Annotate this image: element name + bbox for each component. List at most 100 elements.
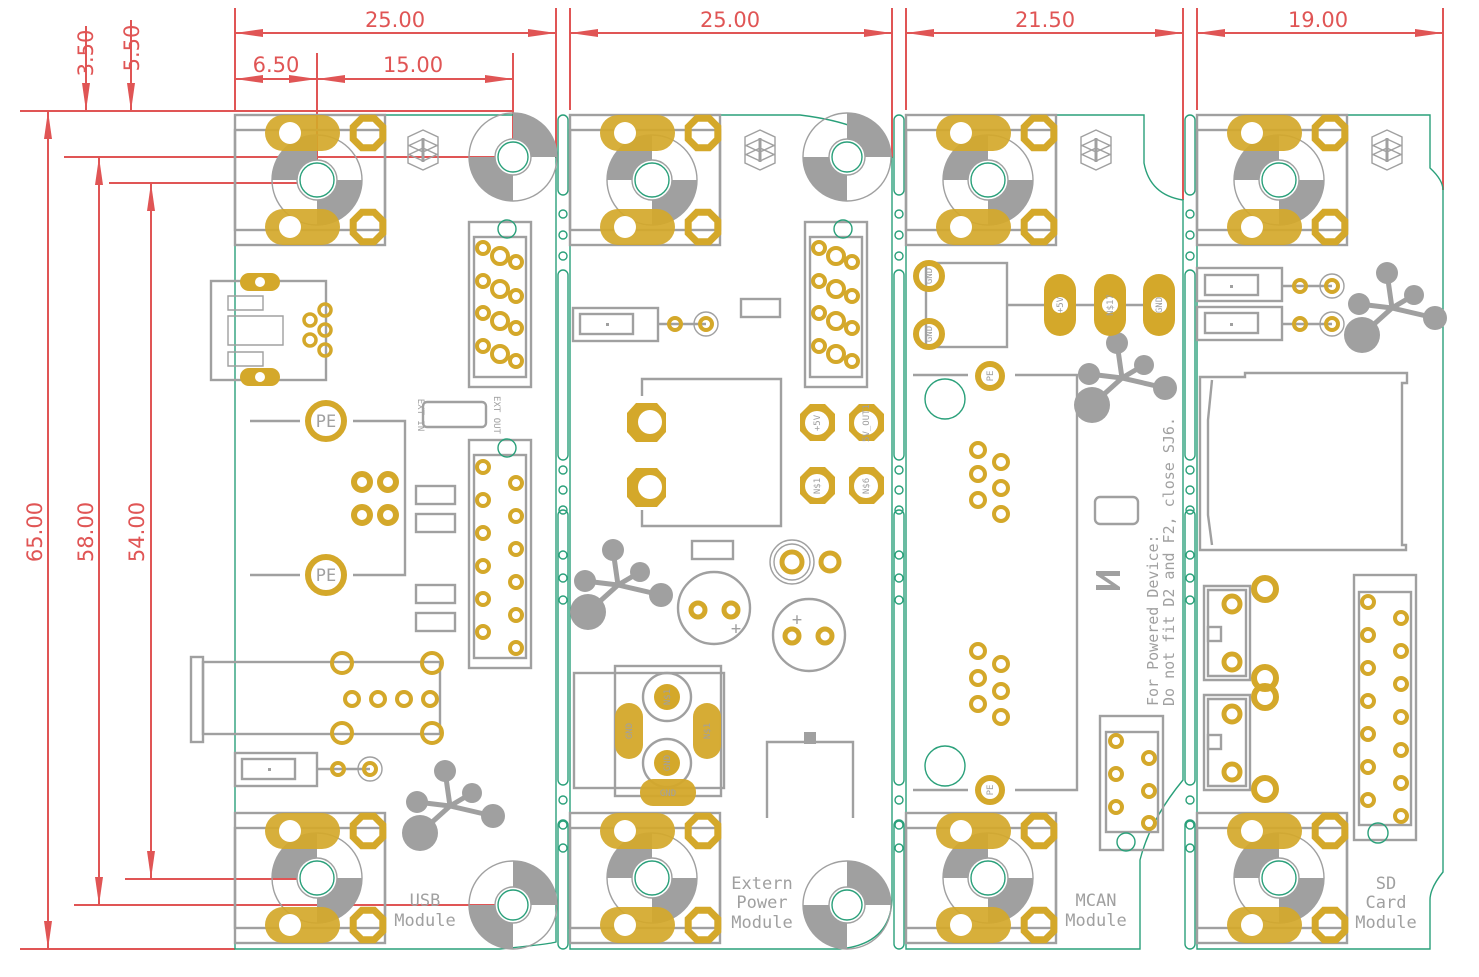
mouse-bite-hole (558, 209, 568, 219)
mcan-board-outline (905, 114, 1184, 950)
slot-pad (600, 813, 675, 849)
pe-label: PE (316, 566, 336, 586)
slot-pad (1227, 813, 1302, 849)
header-pin (475, 525, 491, 541)
header-pin (1360, 693, 1376, 709)
mouse-bite-hole (894, 550, 904, 560)
gnd-pads: GND GND (913, 260, 1009, 350)
header-usb-lower (467, 438, 533, 670)
slot-pad (936, 907, 1011, 943)
svg-text:GND: GND (625, 723, 635, 739)
slide-switch-extern (571, 306, 719, 343)
svg-text:GND: GND (660, 789, 676, 799)
extern-board-outline (569, 114, 893, 950)
octagon-pad (349, 812, 387, 850)
rail-slot (1184, 509, 1196, 786)
mouse-bite-hole (1185, 595, 1195, 605)
header-pin (508, 508, 524, 524)
header-pin (1360, 660, 1376, 676)
layers-logo-icon (407, 129, 439, 171)
header-pin (475, 624, 491, 640)
svg-text:EXT IN: EXT IN (415, 399, 425, 432)
usb-module-label: USB Module (394, 891, 455, 931)
header-pin (1360, 759, 1376, 775)
molecule-icon (1344, 262, 1447, 353)
rail-slot (1184, 114, 1196, 196)
logo-icons (407, 129, 1403, 171)
svg-text:Module: Module (731, 913, 792, 933)
svg-text:Module: Module (394, 911, 455, 931)
rail-slot (893, 509, 905, 786)
terminal-blocks (233, 113, 1349, 945)
mcan-module-label: MCAN Module (1065, 891, 1126, 931)
layers-logo-icon (744, 129, 776, 171)
mouse-bite-hole (1185, 573, 1195, 583)
terminal-block (233, 811, 387, 945)
mouse-bite-hole (894, 465, 904, 475)
sd-header (1352, 573, 1418, 844)
svg-text:+: + (792, 610, 802, 630)
svg-text:MCAN: MCAN (1076, 891, 1117, 911)
slot-pad (936, 209, 1011, 245)
sd-module-label: SD Card Module (1355, 874, 1416, 933)
mounting-hole (802, 112, 892, 202)
mouse-bite-hole (558, 465, 568, 475)
layers-logo-icon (1080, 129, 1112, 171)
mouse-bite-hole (558, 230, 568, 240)
header-pin (475, 459, 491, 475)
svg-text:USB: USB (410, 891, 441, 911)
smd-part (690, 539, 735, 561)
slide-switch-sd-1 (1195, 266, 1345, 303)
slide-switch-sd-2 (1195, 305, 1345, 342)
slot-pad (1227, 907, 1302, 943)
header-pin (475, 558, 491, 574)
octagon-pad (684, 114, 722, 152)
svg-text:GND: GND (663, 755, 673, 771)
header-pin (1393, 610, 1409, 626)
svg-text:GND: GND (925, 268, 935, 284)
svg-text:SD: SD (1376, 874, 1396, 894)
octagon-pad (349, 906, 387, 944)
slot-pad (600, 907, 675, 943)
rail-slot (557, 819, 569, 950)
mounting-hole (468, 860, 558, 950)
dim-offset-a (82, 26, 90, 111)
mouse-bite-hole (894, 573, 904, 583)
smd-rectangles (414, 484, 457, 633)
sd-card-slot (1198, 371, 1409, 552)
svg-text:PE: PE (986, 371, 996, 382)
extern-power-module: +5V 5V_OUT1 N$1 N$6 + + (571, 219, 884, 933)
dim-label-hole-offset-x: 6.50 (253, 53, 300, 77)
rail-slot (893, 114, 905, 196)
ethernet-jack (189, 651, 444, 745)
octagon-pad (684, 906, 722, 944)
mouse-bite-hole (1185, 505, 1195, 515)
slot-pad (265, 209, 340, 245)
panel-rails (557, 114, 1196, 950)
slot-pad (1227, 115, 1302, 151)
dimension-lines: 25.00 25.00 21.50 19.00 6.50 15.00 3.50 … (20, 8, 1444, 950)
dim-hole-offset (235, 75, 513, 83)
mouse-bite-hole (558, 795, 568, 805)
octagon-pad (1020, 208, 1058, 246)
molecule-icons (402, 262, 1447, 851)
header-usb-upper (467, 219, 533, 389)
header-pin (1393, 808, 1409, 824)
slot-pad (936, 813, 1011, 849)
svg-text:+5V: +5V (813, 414, 823, 431)
mouse-bite-hole (1185, 251, 1195, 261)
header-pin (508, 475, 524, 491)
jst-connector-2 (1202, 683, 1279, 803)
header-pin (1393, 709, 1409, 725)
led (769, 539, 842, 585)
rail-slot (557, 114, 569, 196)
slot-pad (265, 813, 340, 849)
header-pin (508, 640, 524, 656)
terminal-block (904, 113, 1058, 247)
dim-mcan-width (906, 29, 1183, 37)
mouse-bite-hole (894, 795, 904, 805)
header-pin (1360, 627, 1376, 643)
svg-text:Do not fit D2 and F2, close SJ: Do not fit D2 and F2, close SJ6. (1160, 417, 1178, 706)
header-pin (475, 492, 491, 508)
octagon-pad (1020, 906, 1058, 944)
